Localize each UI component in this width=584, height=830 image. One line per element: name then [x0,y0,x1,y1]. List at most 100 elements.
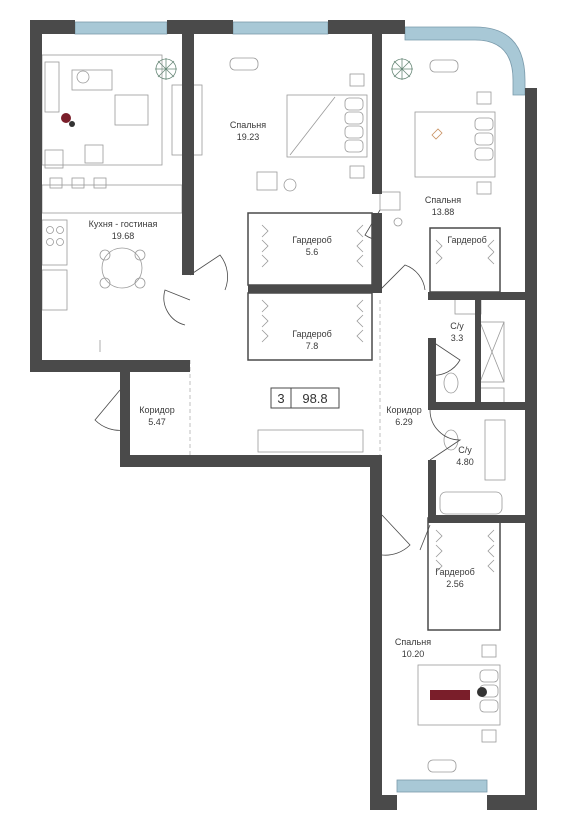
hanger-row [356,299,364,343]
door-swing [381,514,411,556]
door-swing [364,209,381,241]
armchair [256,171,278,191]
wall-bath [428,460,436,520]
wall-south [30,360,190,372]
wall-interior [182,20,194,275]
room-area: 6.29 [395,417,413,427]
bathtub [439,491,503,515]
side-table [393,217,403,227]
rug [41,54,163,166]
nightstand [476,91,492,105]
dog-icon [431,128,443,140]
burner-icon [56,226,64,234]
furniture-layer [41,54,506,773]
room-name: Гардероб [447,235,487,245]
door-swing [379,264,426,291]
pillow [474,117,494,131]
bar-stool [49,177,63,189]
door-swing [429,339,461,376]
door-swing [429,409,462,461]
coffee-table [114,94,149,126]
dining-table [101,247,143,289]
summary-area: 98.8 [302,391,327,406]
summary-box: 3 98.8 [270,387,340,409]
dining-chair [134,249,146,261]
room-name: Гардероб [292,235,332,245]
wall-north [167,20,233,34]
nightstand [476,181,492,195]
decor [61,113,487,700]
wall-north [30,20,75,34]
wall-wardrobe [248,285,380,293]
room-name: С/у [450,321,464,331]
fridge [41,269,68,311]
wall-south [370,795,397,810]
kitchen-counter [41,184,183,214]
nightstand [349,73,365,87]
walls [30,20,537,810]
bed [286,94,368,158]
toilet [443,372,459,394]
person-head-icon [69,121,75,127]
hanger-row [261,299,269,343]
wall-bath [475,300,481,408]
wall-south [120,455,382,467]
wall-west [30,20,42,372]
room-area: 5.6 [306,247,319,257]
room-area: 4.80 [456,457,474,467]
nightstand [349,165,365,179]
room-name: Кухня - гостиная [89,219,158,229]
side-chair [44,149,64,169]
dining-chair [99,249,111,261]
lamp-icon [76,70,90,84]
burner-icon [56,238,64,246]
room-name: Гардероб [292,329,332,339]
pillow [344,111,364,125]
armchair [379,191,401,211]
burner-icon [46,226,54,234]
partitions [247,212,501,631]
room-name: Коридор [386,405,422,415]
bed [417,664,501,726]
dining-chair [99,277,111,289]
pillow [479,669,499,683]
shower-drain-line [479,321,505,383]
windows [74,21,526,793]
bar-stool [71,177,85,189]
bar-stool [93,177,107,189]
pillow [344,125,364,139]
room-area: 10.20 [402,649,425,659]
side-chair [84,144,104,164]
room-name: Спальня [395,637,431,647]
plant-icon [391,58,413,80]
window [74,21,168,35]
room-area: 3.3 [451,333,464,343]
wall-west [370,455,382,810]
door-swing [419,524,431,551]
wall-bath [428,515,528,523]
bed [414,111,496,178]
armchair [71,69,113,91]
room-area: 7.8 [306,341,319,351]
room-area: 5.47 [148,417,166,427]
hall-wardrobe [257,429,364,453]
wardrobe-frame [429,227,501,293]
wall-bath [428,292,528,300]
room-area: 19.68 [112,231,135,241]
wardrobe-frame [247,292,373,361]
nightstand [481,644,497,658]
door-swing [163,289,191,326]
person-icon [61,113,71,123]
wall-south [487,795,537,810]
summary-rooms: 3 [277,391,284,406]
summary-area-box [290,387,340,409]
pillow [479,699,499,713]
wall-wardrobe [372,213,382,293]
washer [479,387,505,405]
hanger-row [356,224,364,268]
plants [155,58,413,80]
person-icon [430,690,470,700]
window [232,21,329,35]
pouf [229,57,259,71]
pillow [474,147,494,161]
